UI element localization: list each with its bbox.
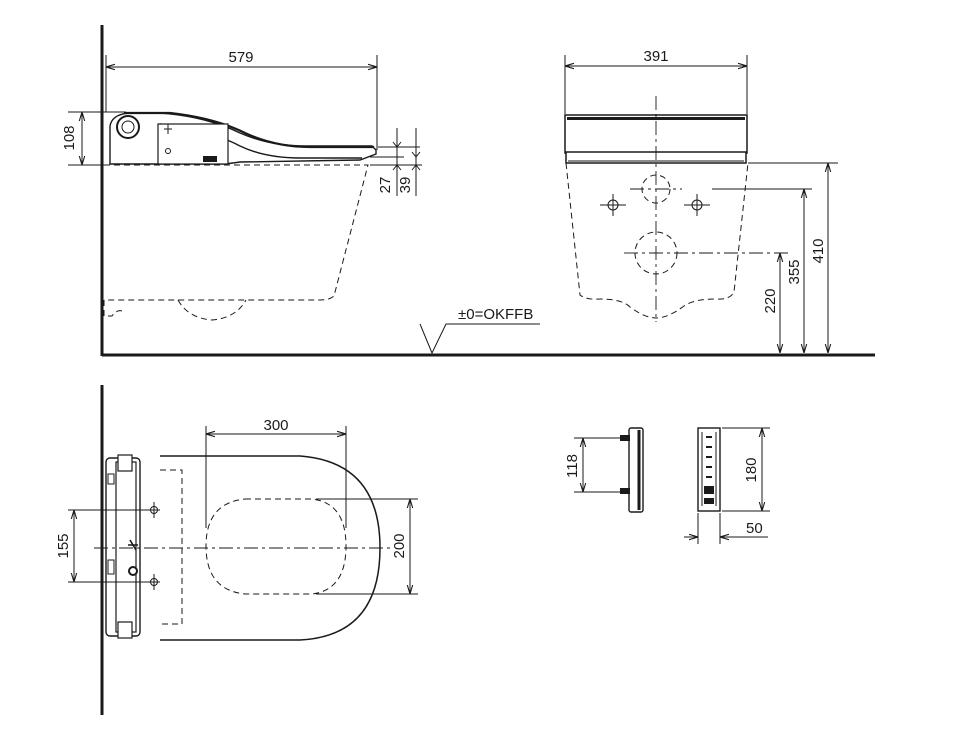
dim-label-200: 200 xyxy=(391,533,408,558)
remote-front-view: 180 50 xyxy=(684,427,770,544)
remote-button-icons xyxy=(704,436,714,504)
top-view: 155 300 200 xyxy=(55,385,418,715)
dim-label-50: 50 xyxy=(746,520,763,537)
dim-label-220: 220 xyxy=(762,288,779,313)
dim-label-155: 155 xyxy=(55,533,72,558)
side-bowl-outline xyxy=(104,164,369,301)
dim-label-27: 27 xyxy=(377,177,394,194)
front-view: 391 220 355 410 ±0=OKFFB xyxy=(419,48,838,355)
front-bowl-outline xyxy=(565,162,749,319)
remote-side-body xyxy=(628,427,644,513)
dim-label-300: 300 xyxy=(263,417,288,434)
side-seat-housing xyxy=(109,112,377,165)
side-hinge-inner xyxy=(121,120,135,134)
remote-side-view: 118 xyxy=(564,427,644,513)
dim-label-180: 180 xyxy=(743,457,760,482)
remote-front-body xyxy=(697,427,721,512)
top-mount-frame xyxy=(160,469,183,625)
side-bowl-foot xyxy=(103,300,125,317)
floor-reference-marker xyxy=(419,323,540,355)
top-inner-basin xyxy=(205,498,347,595)
side-hinge xyxy=(116,115,140,139)
top-knob-icon xyxy=(128,566,138,576)
side-view: 579 108 27 39 xyxy=(61,25,875,357)
dim-label-39: 39 xyxy=(397,177,414,194)
dim-label-118: 118 xyxy=(564,454,581,478)
dim-label-410: 410 xyxy=(810,238,827,263)
side-button-icon xyxy=(165,148,171,154)
side-seat-lid xyxy=(124,111,374,149)
side-bowl-bottom xyxy=(177,299,247,321)
side-led xyxy=(203,156,217,162)
dim-label-355: 355 xyxy=(786,259,803,284)
dim-label-579: 579 xyxy=(228,49,253,66)
dim-label-108: 108 xyxy=(61,125,78,150)
dim-label-391: 391 xyxy=(643,48,668,65)
floor-reference-label: ±0=OKFFB xyxy=(458,306,533,323)
top-logo-icon xyxy=(128,539,138,551)
